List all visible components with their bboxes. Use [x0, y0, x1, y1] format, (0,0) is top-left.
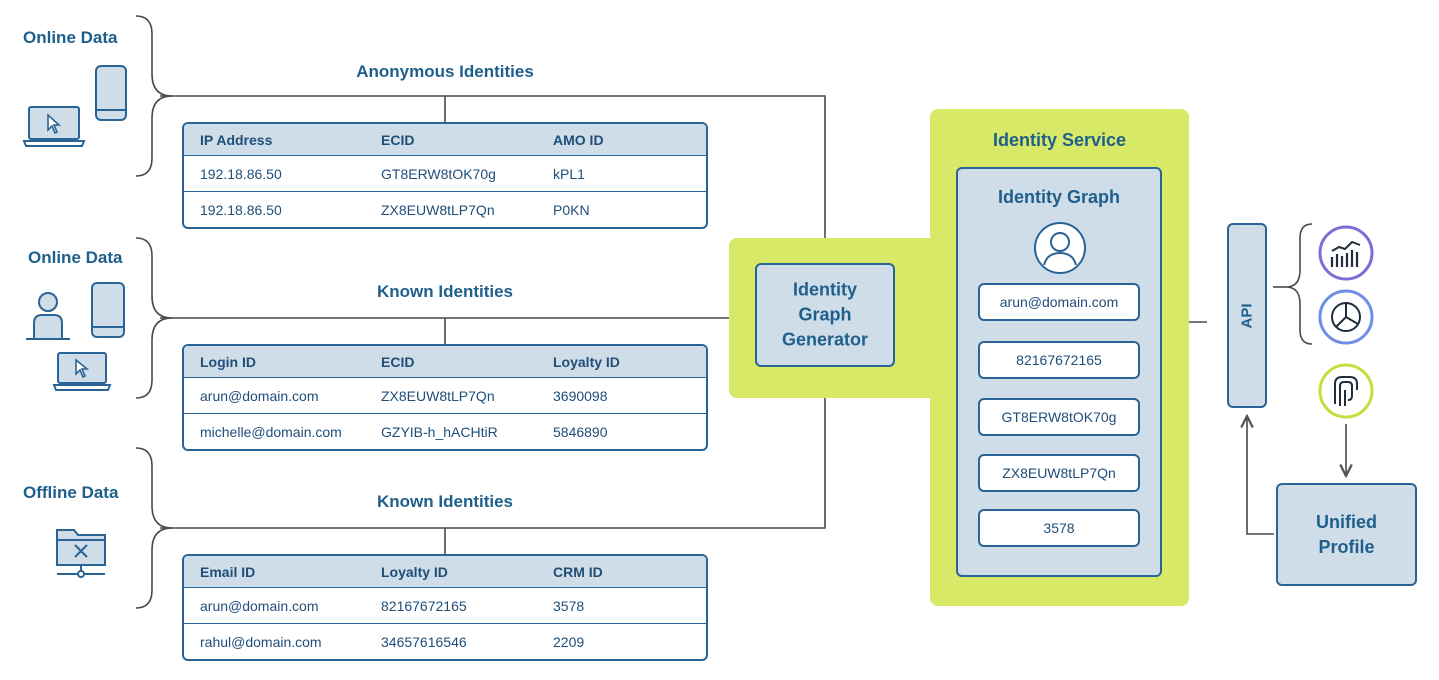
laptop-cursor-icon: [52, 352, 112, 391]
column-header: AMO ID: [553, 131, 604, 148]
column-header: ECID: [381, 131, 415, 148]
column-header: Email ID: [200, 563, 256, 580]
column-header: Login ID: [200, 353, 256, 370]
pie-chart-app-icon: [1318, 289, 1374, 345]
table-cell: 3690098: [553, 387, 608, 404]
table-cell: arun@domain.com: [200, 597, 319, 614]
table-cell: ZX8EUW8tLP7Qn: [381, 387, 495, 404]
table-cell: 192.18.86.50: [200, 165, 282, 182]
user-icon: [26, 292, 70, 340]
source-title-offline: Offline Data: [23, 483, 119, 502]
identity-entry: arun@domain.com: [978, 283, 1140, 321]
mobile-phone-icon: [95, 65, 127, 121]
table-cell: GZYIB-h_hACHtiR: [381, 423, 498, 440]
table-cell: 82167672165: [381, 597, 467, 614]
section-title-anonymous: Anonymous Identities: [356, 62, 534, 81]
connector-unified-api: [1247, 416, 1274, 535]
analytics-app-icon: [1318, 225, 1374, 281]
api-label: API: [1238, 302, 1256, 329]
table-row: rahul@domain.com 34657616546 2209: [184, 623, 706, 659]
column-header: CRM ID: [553, 563, 603, 580]
known-identities-offline-table: Email ID Loyalty ID CRM ID arun@domain.c…: [182, 554, 708, 661]
column-header: IP Address: [200, 131, 273, 148]
table-cell: 2209: [553, 633, 585, 650]
known-identities-online-table: Login ID ECID Loyalty ID arun@domain.com…: [182, 344, 708, 451]
table-cell: 192.18.86.50: [200, 201, 282, 218]
table-cell: GT8ERW8tOK70g: [381, 165, 496, 182]
column-header: Loyalty ID: [553, 353, 620, 370]
table-cell: michelle@domain.com: [200, 423, 342, 440]
identity-graph-title: Identity Graph: [997, 187, 1120, 207]
generator-label-line: Graph: [798, 304, 852, 325]
connector-known-offline: [160, 376, 825, 529]
identity-entry: 82167672165: [978, 341, 1140, 379]
table-header: IP Address ECID AMO ID: [184, 124, 706, 155]
identity-graph: Identity Graph arun@domain.com 821676721…: [956, 167, 1162, 577]
table-cell: P0KN: [553, 201, 590, 218]
journey-app-icon: [1318, 363, 1374, 419]
table-cell: arun@domain.com: [200, 387, 319, 404]
network-folder-icon: [56, 529, 106, 578]
table-row: 192.18.86.50 GT8ERW8tOK70g kPL1: [184, 155, 706, 191]
unified-profile: Unified Profile: [1276, 483, 1417, 586]
unified-profile-label-line: Unified: [1316, 511, 1377, 532]
table-header: Email ID Loyalty ID CRM ID: [184, 556, 706, 587]
anonymous-identities-table: IP Address ECID AMO ID 192.18.86.50 GT8E…: [182, 122, 708, 229]
generator-label-line: Identity: [792, 279, 857, 300]
table-cell: 34657616546: [381, 633, 467, 650]
apps-brace: [1285, 223, 1313, 345]
generator-label-line: Generator: [781, 329, 869, 350]
user-avatar-icon: [1034, 222, 1086, 274]
mobile-phone-icon: [91, 282, 125, 338]
identity-entry: ZX8EUW8tLP7Qn: [978, 454, 1140, 492]
table-row: arun@domain.com ZX8EUW8tLP7Qn 3690098: [184, 377, 706, 413]
table-cell: 5846890: [553, 423, 608, 440]
column-header: Loyalty ID: [381, 563, 448, 580]
identity-service-title: Identity Service: [992, 130, 1127, 150]
source-title-online-2: Online Data: [28, 248, 123, 267]
table-header: Login ID ECID Loyalty ID: [184, 346, 706, 377]
table-cell: kPL1: [553, 165, 585, 182]
table-row: arun@domain.com 82167672165 3578: [184, 587, 706, 623]
table-row: michelle@domain.com GZYIB-h_hACHtiR 5846…: [184, 413, 706, 449]
identity-graph-generator: Identity Graph Generator: [755, 263, 895, 367]
identity-entry: GT8ERW8tOK70g: [978, 398, 1140, 436]
table-cell: 3578: [553, 597, 585, 614]
table-cell: ZX8EUW8tLP7Qn: [381, 201, 495, 218]
column-header: ECID: [381, 353, 415, 370]
section-title-known-offline: Known Identities: [377, 492, 513, 511]
table-row: 192.18.86.50 ZX8EUW8tLP7Qn P0KN: [184, 191, 706, 227]
identity-entry: 3578: [978, 509, 1140, 547]
source-title-online-1: Online Data: [23, 28, 118, 47]
section-title-known-online: Known Identities: [377, 282, 513, 301]
api-box: API: [1227, 223, 1267, 408]
connector-anonymous: [160, 95, 825, 255]
table-cell: rahul@domain.com: [200, 633, 322, 650]
unified-profile-label-line: Profile: [1318, 536, 1375, 557]
laptop-cursor-icon: [22, 106, 86, 147]
